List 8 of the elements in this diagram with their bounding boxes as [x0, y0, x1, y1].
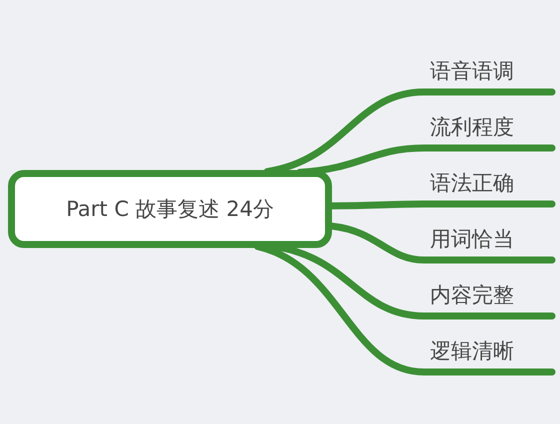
branch-label: 用词恰当 [430, 224, 552, 256]
topic-box: Part C 故事复述 24分 [8, 170, 332, 248]
branch-label: 逻辑清晰 [430, 336, 552, 368]
branch-label: 语法正确 [430, 168, 552, 200]
branch-label: 流利程度 [430, 112, 552, 144]
branch-line [296, 144, 556, 176]
branch-label: 内容完整 [430, 280, 552, 312]
branch-label: 语音语调 [430, 56, 552, 88]
